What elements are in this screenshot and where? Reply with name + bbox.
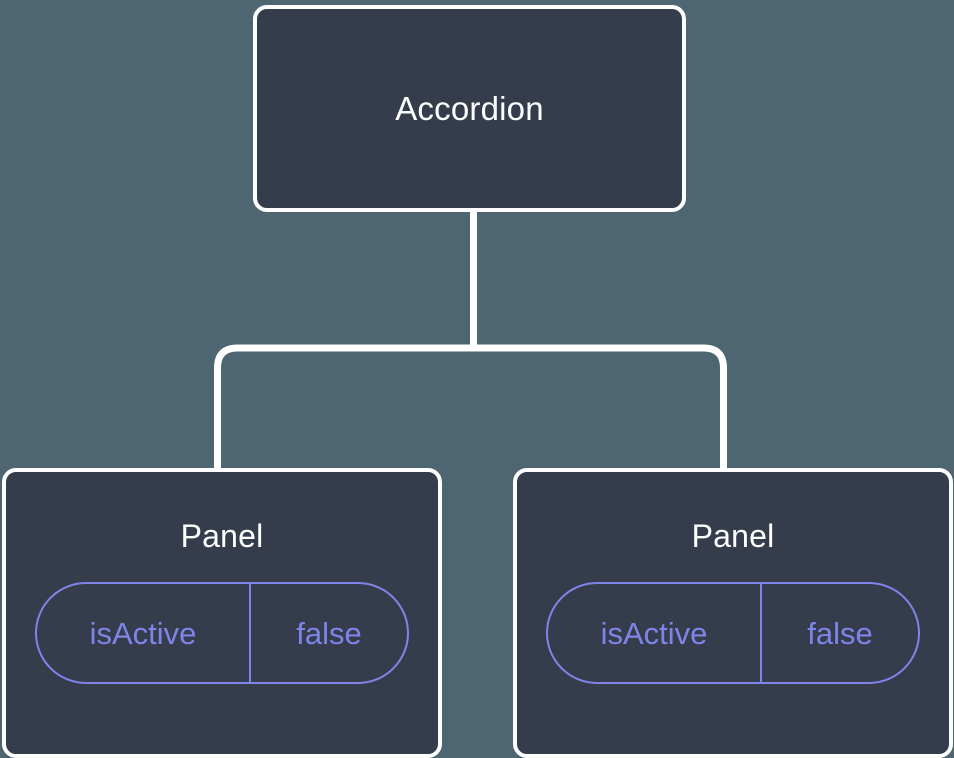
state-badge-key: isActive <box>548 584 762 682</box>
component-tree-diagram: Accordion Panel isActive false Panel isA… <box>2 5 953 758</box>
tree-connector-edges <box>214 210 727 470</box>
edge-split-bar <box>214 344 727 470</box>
state-badge-value: false <box>296 615 362 651</box>
node-accordion-label: Accordion <box>395 90 544 127</box>
state-badge-panel-2[interactable]: isActive false <box>546 582 920 684</box>
node-panel-1-label: Panel <box>180 518 264 554</box>
node-panel-2-label: Panel <box>691 518 775 554</box>
node-panel-1[interactable]: Panel isActive false <box>2 468 442 758</box>
state-badge-key: isActive <box>37 584 251 682</box>
node-accordion[interactable]: Accordion <box>253 5 686 212</box>
state-badge-value: false <box>807 615 873 651</box>
node-panel-2[interactable]: Panel isActive false <box>513 468 953 758</box>
state-badge-panel-1[interactable]: isActive false <box>35 582 409 684</box>
